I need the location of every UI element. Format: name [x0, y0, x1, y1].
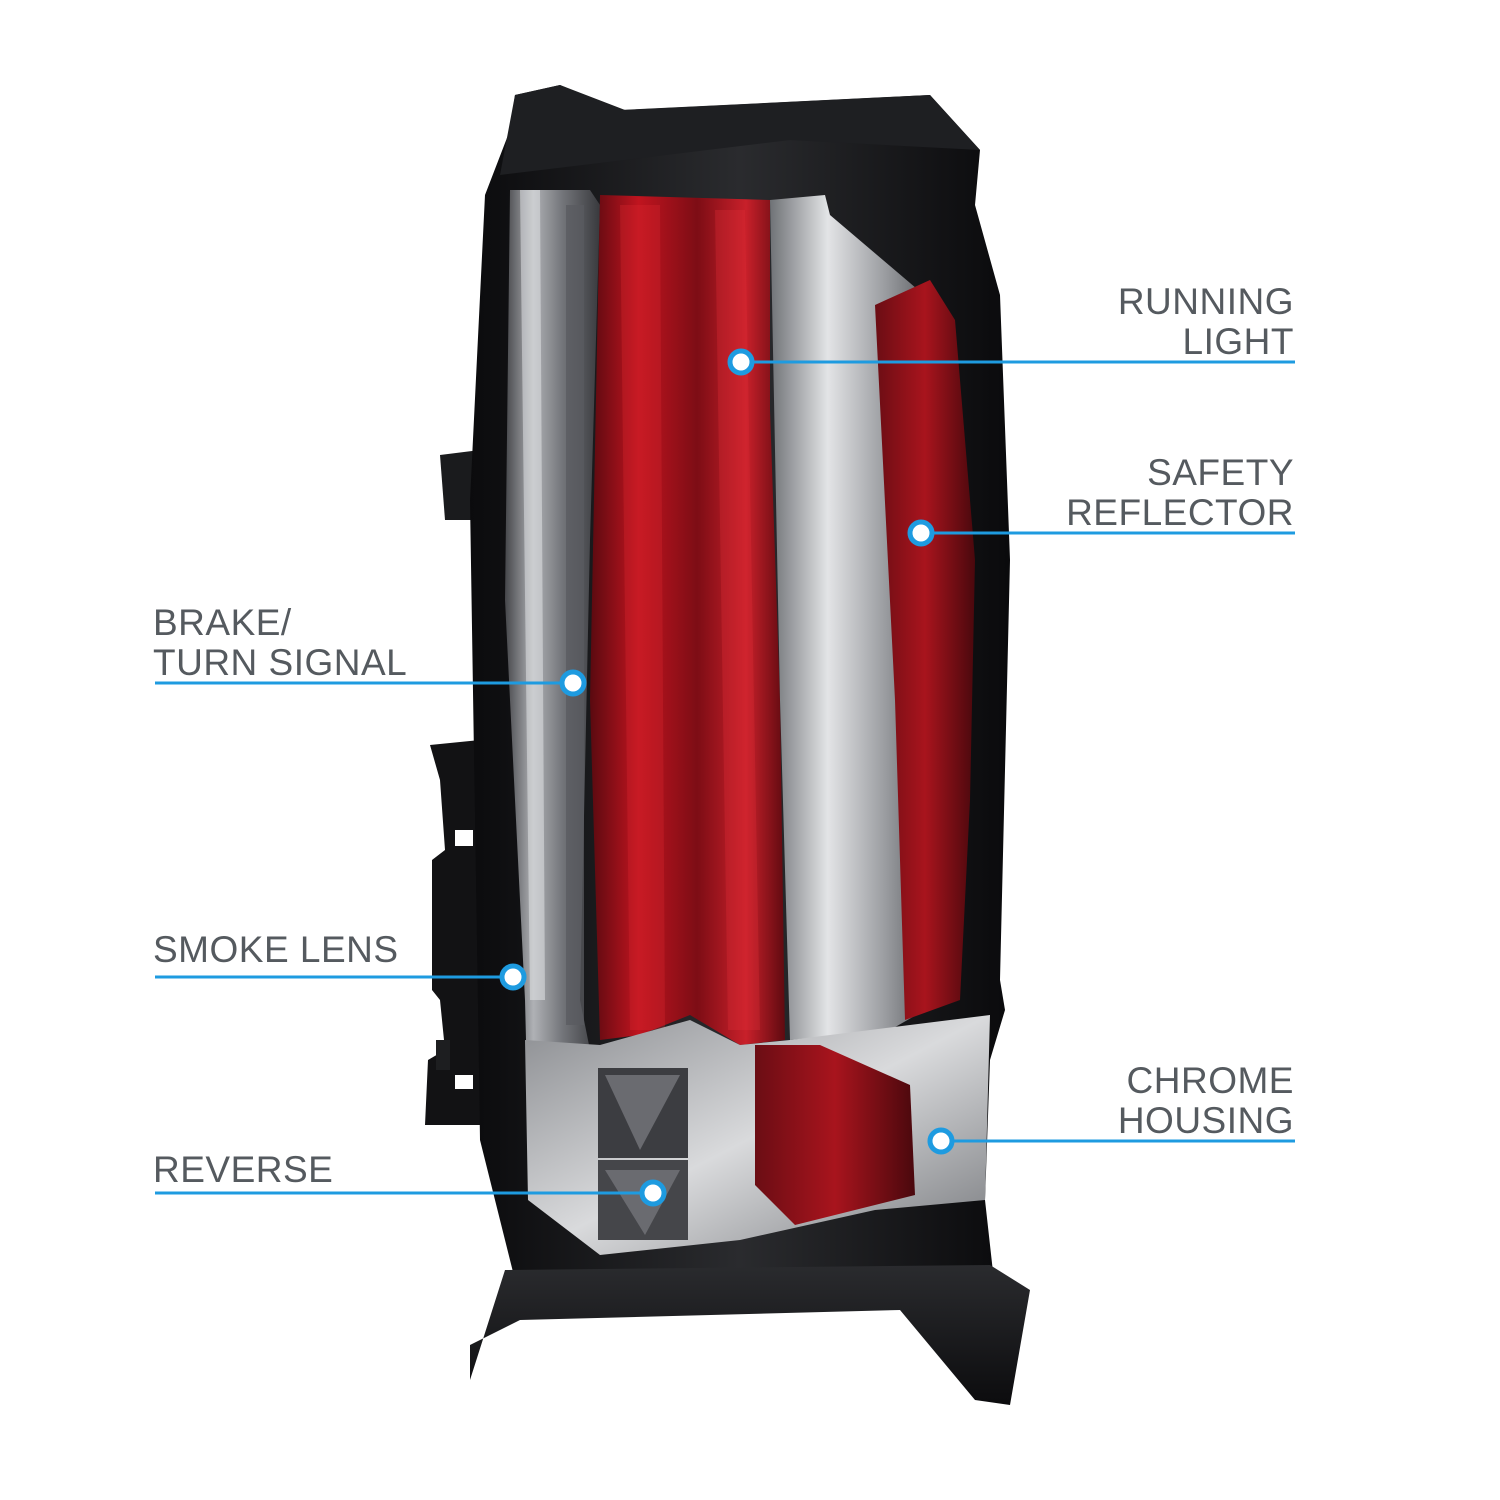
brake-turn-signal-label-line1: BRAKE/ — [153, 602, 292, 643]
smoke-lens-label: SMOKE LENS — [153, 930, 399, 970]
brake-turn-led-strip — [566, 205, 584, 1025]
brake-turn-signal-label-line2: TURN SIGNAL — [153, 642, 408, 683]
reverse-dot — [639, 1179, 667, 1207]
chrome-housing-dot — [927, 1127, 955, 1155]
safety-reflector-dot — [907, 519, 935, 547]
smoke-lens-label-line1: SMOKE LENS — [153, 929, 399, 970]
running-light-label-line1: RUNNING — [1117, 281, 1294, 322]
running-light-label: RUNNING LIGHT — [1118, 282, 1294, 362]
safety-reflector-label-line2: REFLECTOR — [1066, 492, 1294, 533]
running-light-label-line2: LIGHT — [1182, 321, 1294, 362]
lower-red-reflector — [755, 1045, 915, 1225]
running-light-red-lens — [590, 195, 785, 1045]
safety-reflector-label: SAFETY REFLECTOR — [1066, 453, 1294, 533]
smoke-lens-dot — [499, 963, 527, 991]
mounting-base — [470, 1265, 1030, 1405]
chrome-housing-label-line1: CHROME — [1126, 1060, 1294, 1101]
reverse-label-line1: REVERSE — [153, 1149, 334, 1190]
running-light-dot — [727, 348, 755, 376]
brake-turn-dot — [559, 669, 587, 697]
brake-turn-signal-label: BRAKE/ TURN SIGNAL — [153, 603, 407, 683]
mounting-bracket — [425, 450, 480, 1125]
reverse-light — [598, 1068, 688, 1240]
safety-reflector-label-line1: SAFETY — [1147, 452, 1294, 493]
reverse-label: REVERSE — [153, 1150, 333, 1190]
safety-reflector — [875, 280, 975, 1020]
chrome-housing-label: CHROME HOUSING — [1118, 1061, 1294, 1141]
chrome-housing-label-line2: HOUSING — [1117, 1100, 1294, 1141]
